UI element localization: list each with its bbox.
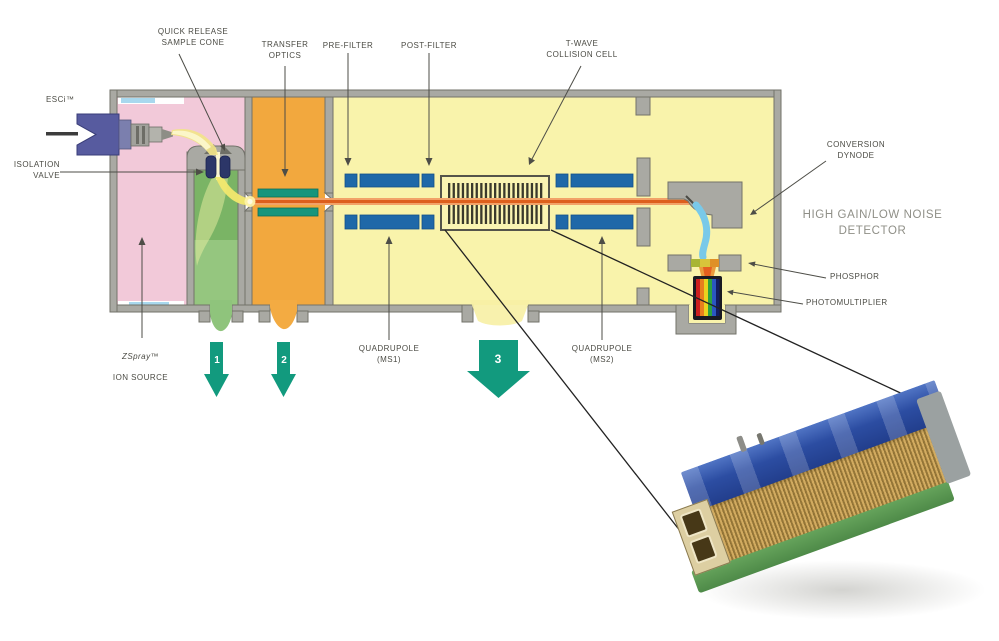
ion-spray-plume <box>171 128 250 266</box>
isolation-valve <box>205 155 231 179</box>
label-pre-filter: PRE-FILTER <box>322 41 374 50</box>
phosphor-assembly <box>667 254 742 279</box>
transfer-optics-lenses <box>257 188 319 217</box>
label-zspray-ion-source: ZSpray™ ION SOURCE <box>98 341 183 394</box>
label-post-filter: POST-FILTER <box>401 41 457 50</box>
probe-needle <box>46 132 78 136</box>
stage-number-2: 2 <box>281 355 287 366</box>
exit-lens-plates <box>636 157 651 247</box>
label-high-gain-detector: HIGH GAIN/LOW NOISE DETECTOR <box>802 209 943 238</box>
label-conversion-dynode: CONVERSION DYNODE <box>826 140 886 160</box>
label-zspray-name: ZSpray™ <box>122 351 159 361</box>
stage1-arrow <box>204 342 229 397</box>
photo-callout-lines <box>444 229 908 560</box>
stage-number-1: 1 <box>214 355 220 366</box>
leader-lines <box>60 53 827 340</box>
label-quick-release-sample-cone: QUICK RELEASE SAMPLE CONE <box>157 27 229 47</box>
post-filter-rod <box>421 173 435 188</box>
deflected-ion-path <box>692 201 711 261</box>
photo-ion-channel-hole <box>688 534 718 565</box>
hardware-photo <box>671 380 999 641</box>
pre-filter-rod <box>344 173 358 188</box>
label-phosphor: PHOSPHOR <box>830 272 880 281</box>
esci-probe <box>46 113 173 156</box>
label-t-wave-collision-cell: T-WAVE COLLISION CELL <box>546 39 618 59</box>
photo-ion-channel-hole <box>679 507 709 539</box>
photomultiplier-tube <box>693 276 722 320</box>
quadrupole-ms2 <box>555 173 634 230</box>
pump-stage-arrows <box>204 340 530 398</box>
quadrupole-ms1 <box>344 173 435 230</box>
ion-beam <box>244 196 692 207</box>
vacuum-housing <box>109 89 782 335</box>
label-photomultiplier: PHOTOMULTIPLIER <box>806 298 888 307</box>
photo-pin <box>736 435 748 453</box>
label-quadrupole-ms1: QUADRUPOLE (MS1) <box>358 344 420 364</box>
stage-number-3: 3 <box>494 352 502 366</box>
label-esci: ESCi™ <box>46 95 75 104</box>
stage3-arrow <box>467 340 530 398</box>
inner-walls <box>186 96 651 306</box>
label-zspray-sub: ION SOURCE <box>112 372 169 382</box>
label-isolation-valve: ISOLATION VALVE <box>13 160 60 180</box>
label-quadrupole-ms2: QUADRUPOLE (MS2) <box>571 344 633 364</box>
label-transfer-optics: TRANSFER OPTICS <box>261 40 309 60</box>
stage2-arrow <box>271 342 296 397</box>
